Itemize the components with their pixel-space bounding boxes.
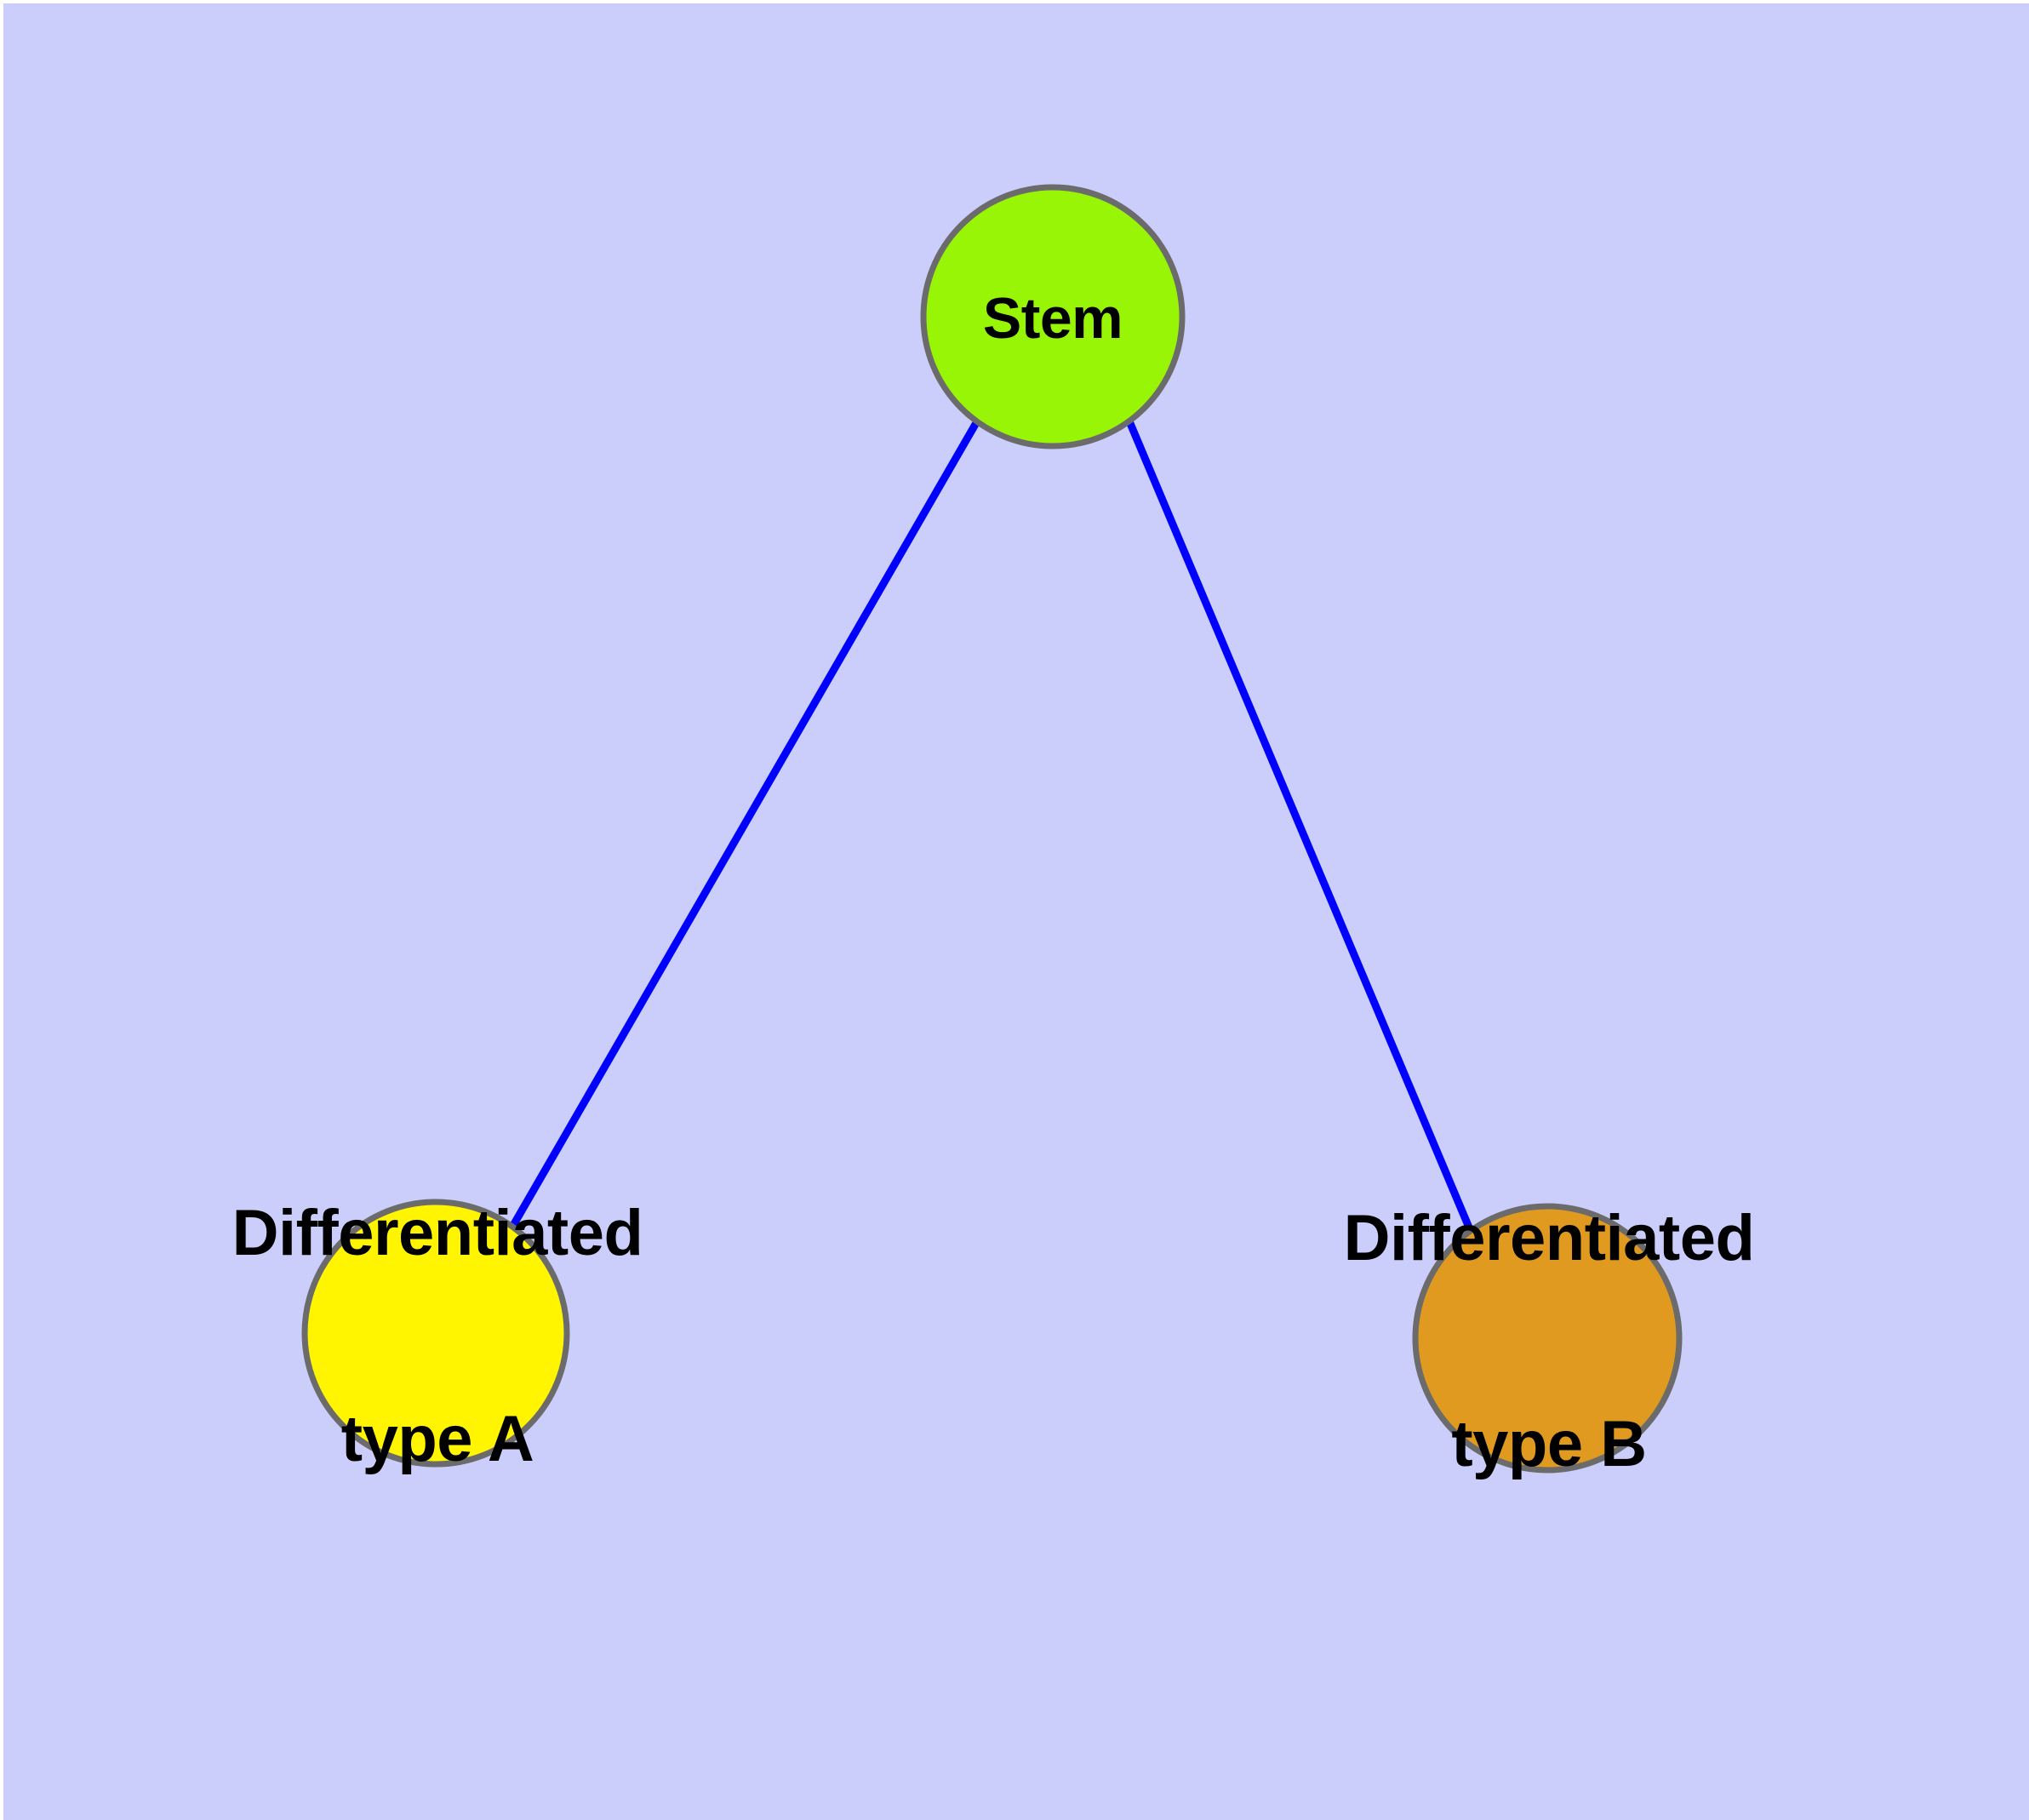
node-layer bbox=[301, 184, 1683, 1474]
node-diff-b-circle[interactable] bbox=[1412, 1203, 1683, 1474]
edge-stem-to-diff-a[interactable] bbox=[508, 419, 980, 1231]
edge-stem-to-diff-b[interactable] bbox=[1125, 420, 1476, 1235]
edge-layer bbox=[508, 419, 1476, 1235]
node-diff-a-circle[interactable] bbox=[301, 1199, 570, 1468]
node-stem-circle[interactable] bbox=[920, 184, 1186, 449]
